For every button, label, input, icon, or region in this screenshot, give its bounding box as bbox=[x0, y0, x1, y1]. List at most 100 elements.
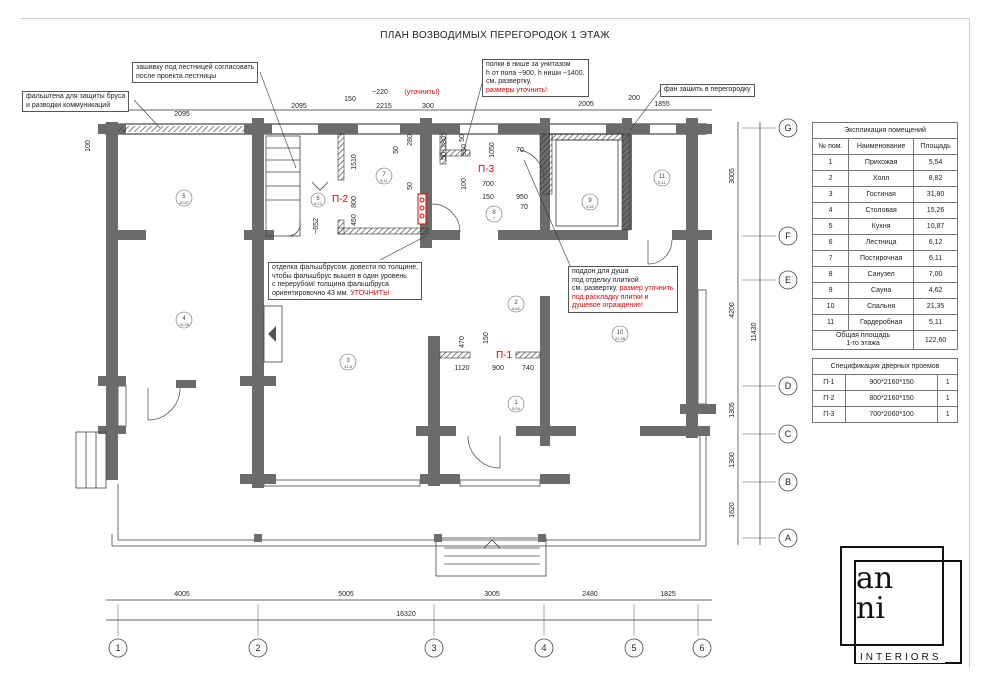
note-shelves: полки в нише за унитазом h от пола ~900,… bbox=[482, 59, 589, 97]
dim-inner-280a: 280 bbox=[407, 134, 414, 146]
dim-220: ~220 bbox=[372, 89, 388, 96]
logo-line-1: an bbox=[856, 561, 894, 596]
svg-text:3: 3 bbox=[346, 358, 350, 364]
dim-right-5: 1620 bbox=[729, 502, 736, 518]
svg-text:2: 2 bbox=[514, 300, 518, 306]
dim-bottom-total: 16320 bbox=[396, 611, 416, 618]
window-openings bbox=[107, 239, 707, 547]
dim-top-7: 1855 bbox=[654, 101, 670, 108]
axis-e: E bbox=[785, 275, 791, 285]
porch-steps bbox=[75, 431, 547, 577]
explication-header-area: Площадь bbox=[913, 138, 958, 155]
dim-bottom-1: 4005 bbox=[174, 591, 190, 598]
dim-right-total: 11430 bbox=[751, 322, 758, 341]
svg-text:7: 7 bbox=[382, 172, 386, 178]
logo-brand-text: INTERIORS bbox=[856, 652, 946, 663]
axis-1: 1 bbox=[115, 643, 120, 653]
svg-text:31,8: 31,8 bbox=[344, 364, 353, 369]
note-falsh-wall: фальштена для защиты бруса и разводки ко… bbox=[22, 91, 130, 112]
dim-inner-1050: 1050 bbox=[489, 142, 496, 158]
note-stair-cladding: зашивку под лестницей согласовать после … bbox=[132, 62, 259, 83]
dim-bottom-4: 2480 bbox=[582, 591, 598, 598]
fireplace bbox=[263, 305, 283, 363]
svg-text:5,54: 5,54 bbox=[512, 406, 521, 411]
dim-inner-800: 800 bbox=[351, 196, 358, 208]
dim-right-3: 1305 bbox=[729, 402, 736, 418]
dim-inner-950b: 950 bbox=[516, 194, 528, 201]
dim-inner-470: 470 bbox=[459, 336, 466, 348]
explication-total-value: 122,60 bbox=[913, 330, 958, 350]
logo-line-2: ni bbox=[856, 591, 885, 626]
dim-inner-100: 100 bbox=[461, 178, 468, 190]
dim-inner-652: ~652 bbox=[313, 218, 320, 234]
axis-3: 3 bbox=[431, 643, 436, 653]
dim-inner-50b: 50 bbox=[407, 182, 414, 190]
partition-p3: П-3 bbox=[478, 164, 495, 175]
dim-inner-50a: 50 bbox=[393, 146, 400, 154]
dim-right-2: 4200 bbox=[729, 302, 736, 318]
logo-frame-outer bbox=[840, 546, 944, 646]
svg-text:1: 1 bbox=[514, 400, 518, 406]
dim-220-note: (уточнить!) bbox=[404, 89, 439, 96]
note-shower-tray: поддон для душа под отделку плиткой см. … bbox=[568, 266, 678, 313]
dim-inner-740: 740 bbox=[522, 365, 534, 372]
note-false-beam-text: отделка фальшбрусом. довести по толщине,… bbox=[272, 264, 419, 297]
door-spec-caption: Спецификация дверных проемов bbox=[812, 358, 958, 375]
dim-inner-70a: 70 bbox=[516, 147, 524, 154]
dim-inner-450: 450 bbox=[351, 214, 358, 226]
dim-top-1: 2095 bbox=[174, 111, 190, 118]
partition-p1: П-1 bbox=[496, 350, 513, 361]
dim-left-100: 100 bbox=[85, 140, 92, 152]
logo-frame-inner bbox=[854, 560, 962, 664]
dim-top-5: 2005 bbox=[578, 101, 594, 108]
dim-inner-1120: 1120 bbox=[454, 365, 469, 372]
note-false-beam-warning: УТОЧНИТЬ! bbox=[350, 289, 390, 297]
axis-4: 4 bbox=[541, 643, 546, 653]
note-shower-text: поддон для душа под отделку плиткой см. … bbox=[572, 268, 639, 292]
svg-text:7: 7 bbox=[493, 216, 496, 221]
svg-text:6,12: 6,12 bbox=[314, 201, 323, 206]
svg-text:5: 5 bbox=[182, 194, 186, 200]
page-title: ПЛАН ВОЗВОДИМЫХ ПЕРЕГОРОДОК 1 ЭТАЖ bbox=[380, 30, 610, 41]
axis-2: 2 bbox=[255, 643, 260, 653]
note-leaders bbox=[133, 71, 661, 271]
dim-inner-50d: 50 bbox=[459, 134, 466, 142]
svg-text:11: 11 bbox=[659, 174, 666, 180]
room-numbers: 510,87 66,12 76,11 87 94,62 115,11 415,2… bbox=[179, 172, 667, 411]
sheet-border-top bbox=[20, 18, 970, 19]
partition-p2: П-2 bbox=[332, 194, 349, 205]
dim-inner-1510: 1510 bbox=[351, 154, 358, 170]
svg-text:10: 10 bbox=[617, 330, 624, 336]
explication-total-row: Общая площадь 1-го этажа 122,60 bbox=[811, 330, 958, 350]
svg-text:8,82: 8,82 bbox=[512, 306, 521, 311]
dim-top-4: 300 bbox=[422, 103, 434, 110]
svg-text:6,11: 6,11 bbox=[380, 178, 388, 183]
dim-inner-900: 900 bbox=[492, 365, 504, 372]
dim-inner-280b: 280 bbox=[441, 136, 448, 148]
axis-5: 5 bbox=[631, 643, 636, 653]
dim-inner-70b: 70 bbox=[520, 204, 528, 211]
axis-b: B bbox=[785, 477, 791, 487]
axis-c: C bbox=[785, 429, 792, 439]
svg-text:8: 8 bbox=[492, 210, 496, 216]
note-shelves-warning: размеры уточнить! bbox=[486, 86, 548, 94]
staircase bbox=[265, 135, 329, 237]
explication-caption: Экспликация помещений bbox=[812, 122, 958, 139]
dim-right-1: 3005 bbox=[729, 168, 736, 184]
axis-ticks bbox=[117, 127, 776, 636]
